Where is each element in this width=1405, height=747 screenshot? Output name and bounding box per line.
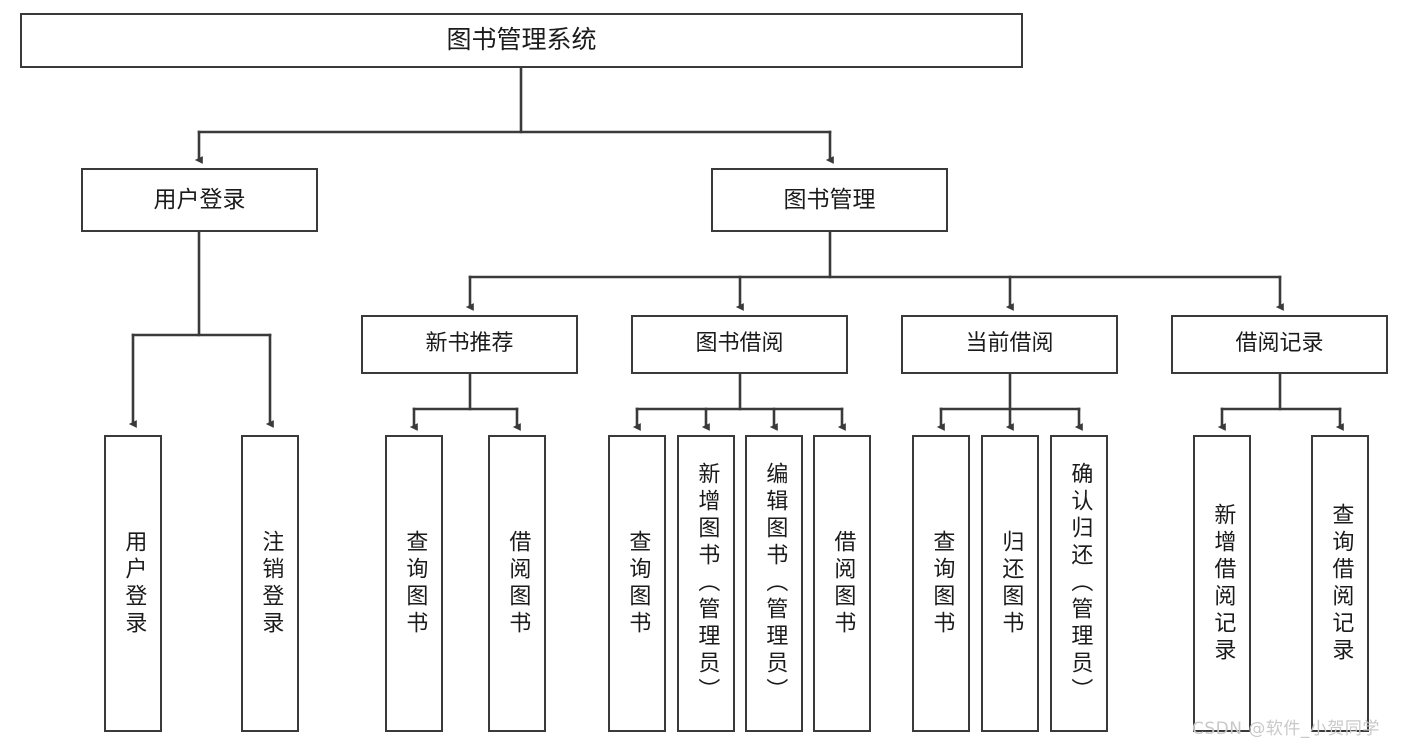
node-label: 当前借阅 (965, 331, 1054, 357)
node-leaf-query-book-current[interactable]: 查询图书 (912, 435, 970, 732)
node-leaf-user-login[interactable]: 用户登录 (104, 435, 162, 732)
node-label: 用户登录 (121, 529, 147, 638)
node-label: 借阅图书 (505, 529, 531, 638)
node-book-borrowing[interactable]: 图书借阅 (631, 315, 848, 374)
node-label: 新书推荐 (425, 331, 514, 357)
node-label: 查询图书 (929, 529, 955, 638)
node-label: 注销登录 (258, 529, 284, 638)
node-label: 新增图书（管理员） (694, 462, 720, 705)
node-label: 新增借阅记录 (1210, 502, 1236, 665)
node-leaf-borrow-book[interactable]: 借阅图书 (813, 435, 871, 732)
node-label: 用户登录 (153, 186, 246, 213)
node-label: 图书管理 (783, 186, 876, 213)
node-leaf-confirm-return-admin[interactable]: 确认归还（管理员） (1050, 435, 1108, 732)
node-user-login[interactable]: 用户登录 (81, 168, 318, 232)
node-leaf-add-book-admin[interactable]: 新增图书（管理员） (677, 435, 735, 732)
node-leaf-edit-book-admin[interactable]: 编辑图书（管理员） (745, 435, 803, 732)
node-book-management[interactable]: 图书管理 (711, 168, 948, 232)
node-leaf-return-book[interactable]: 归还图书 (981, 435, 1039, 732)
node-label: 归还图书 (998, 529, 1024, 638)
node-label: 图书借阅 (695, 331, 784, 357)
node-label: 查询借阅记录 (1328, 502, 1354, 665)
node-leaf-add-borrow-record[interactable]: 新增借阅记录 (1193, 435, 1251, 732)
node-new-book-recommendation[interactable]: 新书推荐 (361, 315, 578, 374)
node-current-borrowing[interactable]: 当前借阅 (901, 315, 1118, 374)
node-label: 确认归还（管理员） (1067, 462, 1093, 705)
node-leaf-borrow-book-new[interactable]: 借阅图书 (488, 435, 546, 732)
node-label: 查询图书 (402, 529, 428, 638)
node-leaf-logout[interactable]: 注销登录 (241, 435, 299, 732)
node-leaf-query-book-new[interactable]: 查询图书 (385, 435, 443, 732)
node-root-book-management-system[interactable]: 图书管理系统 (20, 13, 1023, 68)
node-label: 借阅图书 (830, 529, 856, 638)
node-label: 借阅记录 (1235, 331, 1324, 357)
node-borrowing-records[interactable]: 借阅记录 (1171, 315, 1388, 374)
node-leaf-query-book-borrow[interactable]: 查询图书 (608, 435, 666, 732)
node-label: 查询图书 (625, 529, 651, 638)
csdn-watermark: CSDN @软件_小贺同学 (1192, 719, 1380, 739)
node-leaf-query-borrow-record[interactable]: 查询借阅记录 (1311, 435, 1369, 732)
node-label: 图书管理系统 (446, 25, 597, 55)
node-label: 编辑图书（管理员） (762, 462, 788, 705)
